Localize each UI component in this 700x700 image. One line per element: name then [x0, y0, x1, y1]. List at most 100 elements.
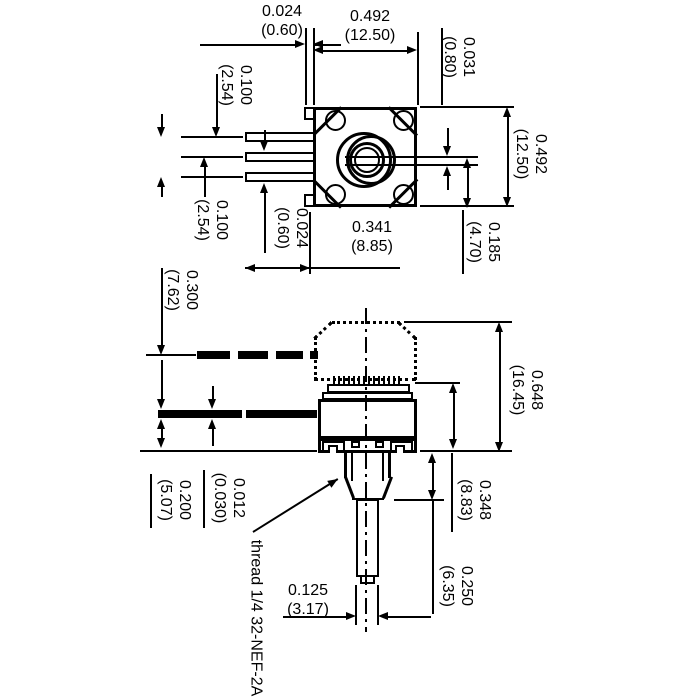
mounting-hole — [325, 110, 346, 131]
pin-hidden — [197, 351, 230, 359]
bushing-inner-line — [382, 453, 384, 481]
dim-metric: (0.80) — [441, 36, 458, 78]
dim-line — [388, 616, 431, 618]
dim-value: 0.648 — [528, 369, 545, 411]
dim-arrow — [503, 107, 511, 117]
dim-metric: (12.50) — [513, 128, 530, 180]
dim-value: 0.341 — [351, 219, 393, 236]
dim-value: 0.024 — [261, 3, 303, 20]
extension-line — [441, 28, 443, 105]
actuator-shaft — [356, 499, 379, 577]
dim-value: 0.348 — [476, 479, 493, 521]
extension-line — [146, 354, 196, 356]
dim-line — [451, 453, 453, 532]
dim-line — [212, 386, 214, 399]
dim-label-slot-to-bottom: 0.185 (4.70) — [463, 214, 503, 270]
flange-notch — [375, 441, 384, 448]
dim-value: 0.100 — [237, 64, 254, 106]
dim-arrow — [260, 183, 268, 193]
dim-line — [161, 429, 163, 438]
flange-notch — [351, 441, 360, 448]
dim-arrow — [346, 612, 356, 620]
shaft-circle — [349, 142, 385, 178]
leader-line — [252, 475, 340, 533]
dim-line — [161, 114, 163, 127]
dim-line — [313, 44, 341, 46]
dim-line — [212, 429, 214, 446]
pin-side — [246, 410, 317, 418]
base-line — [420, 450, 512, 452]
dim-arrow — [313, 46, 323, 54]
dim-value: 0.125 — [287, 582, 329, 599]
dim-line — [462, 210, 464, 274]
dim-metric: (2.54) — [218, 64, 235, 106]
dim-value: 0.300 — [183, 269, 200, 311]
mounting-hole — [325, 184, 346, 205]
dim-line — [432, 500, 434, 614]
knob-phantom-outline — [397, 321, 417, 340]
leader-arrow — [326, 475, 340, 488]
pin-hidden — [310, 351, 318, 359]
dim-label-pin-pitch-lower: 0.100 (2.54) — [191, 192, 231, 248]
extension-line — [417, 32, 419, 105]
dim-metric: (0.030) — [211, 472, 228, 524]
dim-arrow — [208, 419, 216, 429]
dim-arrow — [157, 345, 165, 355]
dim-arrow — [495, 322, 503, 332]
dim-line — [245, 267, 400, 269]
dim-metric: (4.70) — [466, 221, 483, 263]
dim-line — [264, 193, 266, 253]
bushing-circle-offset — [346, 135, 396, 185]
dim-label-overall-height: 0.648 (16.45) — [506, 358, 546, 422]
thread-note: thread 1/4 32-NEF-2A — [246, 531, 266, 700]
dim-arrow — [157, 177, 165, 187]
dim-metric: (5.07) — [157, 479, 174, 521]
dim-metric: (12.50) — [344, 27, 396, 44]
dim-arrow — [443, 146, 451, 156]
knob-phantom-outline — [313, 321, 333, 340]
dim-line — [283, 616, 346, 618]
dim-label-pin-length: 0.341 (8.85) — [337, 218, 407, 256]
bushing-outline — [344, 453, 347, 478]
dim-arrow — [313, 40, 323, 48]
dim-arrow — [208, 399, 216, 409]
extension-line — [394, 499, 444, 501]
dim-line — [216, 74, 218, 127]
dim-arrow — [449, 439, 457, 449]
pin — [245, 152, 315, 162]
dim-metric: (0.60) — [261, 22, 303, 39]
dim-value: 0.492 — [532, 133, 549, 175]
dim-line — [447, 128, 449, 146]
extension-line — [355, 585, 357, 625]
dim-arrow — [449, 383, 457, 393]
dim-line — [150, 474, 152, 528]
dim-line — [467, 168, 469, 198]
dim-arrow — [443, 166, 451, 176]
extension-line — [305, 28, 307, 105]
slot-line — [345, 164, 478, 166]
dim-value: 0.031 — [460, 36, 477, 78]
dim-arrow — [428, 453, 436, 463]
dim-metric: (6.35) — [439, 565, 456, 607]
dim-line — [204, 167, 206, 197]
dim-metric: (16.45) — [509, 364, 526, 416]
pin-hidden — [276, 351, 303, 359]
dim-metric: (8.85) — [351, 238, 393, 255]
shaft-tip — [360, 575, 375, 584]
dim-line — [507, 117, 509, 197]
dim-line — [161, 268, 163, 345]
dim-arrow — [300, 264, 310, 272]
extension-line — [420, 205, 514, 207]
dim-line — [203, 470, 205, 528]
dim-arrow — [157, 399, 165, 409]
side-view-body — [318, 399, 417, 439]
mounting-foot-notch — [328, 445, 338, 453]
dim-metric: (3.17) — [287, 601, 329, 618]
dim-line — [432, 463, 434, 490]
base-line — [140, 450, 317, 452]
dim-value: 0.250 — [458, 565, 475, 607]
dim-label-body-width: 0.492 (12.50) — [335, 7, 405, 45]
dim-line — [499, 332, 501, 442]
dim-metric: (7.62) — [164, 269, 181, 311]
